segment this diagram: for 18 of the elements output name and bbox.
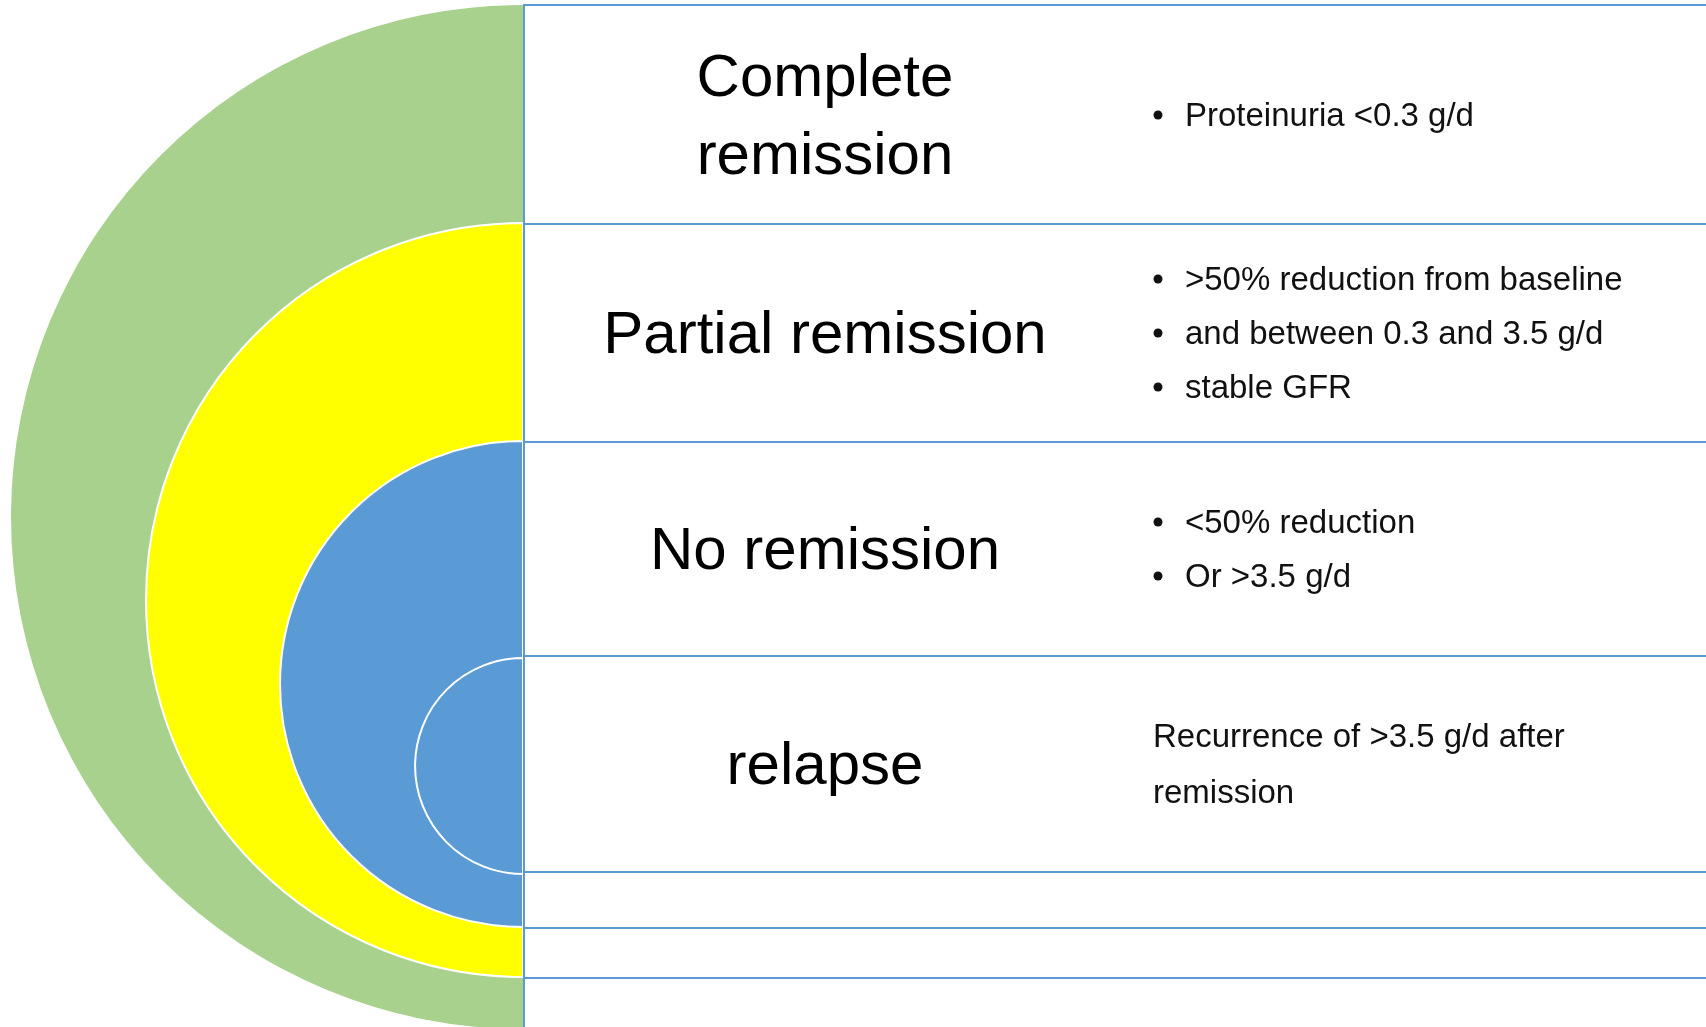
bullet-item: Or >3.5 g/d	[1185, 557, 1351, 594]
row-heading: Complete remission	[695, 40, 955, 189]
table-row	[523, 871, 1706, 927]
table-row	[523, 977, 1706, 1027]
table-row	[523, 223, 1706, 441]
table-row	[523, 655, 1706, 871]
bullet-item: >50% reduction from baseline	[1185, 260, 1623, 297]
bullet-item: and between 0.3 and 3.5 g/d	[1185, 314, 1604, 351]
bullet-item: Proteinuria <0.3 g/d	[1185, 95, 1474, 133]
row-heading: No remission	[648, 514, 1002, 584]
bullet-item: stable GFR	[1185, 368, 1352, 405]
table-row	[523, 4, 1706, 223]
row-heading: relapse	[725, 729, 925, 799]
table-row	[523, 927, 1706, 977]
row-heading: Partial remission	[602, 298, 1048, 368]
description-text: Recurrence of >3.5 g/d after remission	[1152, 716, 1566, 812]
bullet-item: <50% reduction	[1185, 503, 1416, 540]
table-row	[523, 441, 1706, 655]
